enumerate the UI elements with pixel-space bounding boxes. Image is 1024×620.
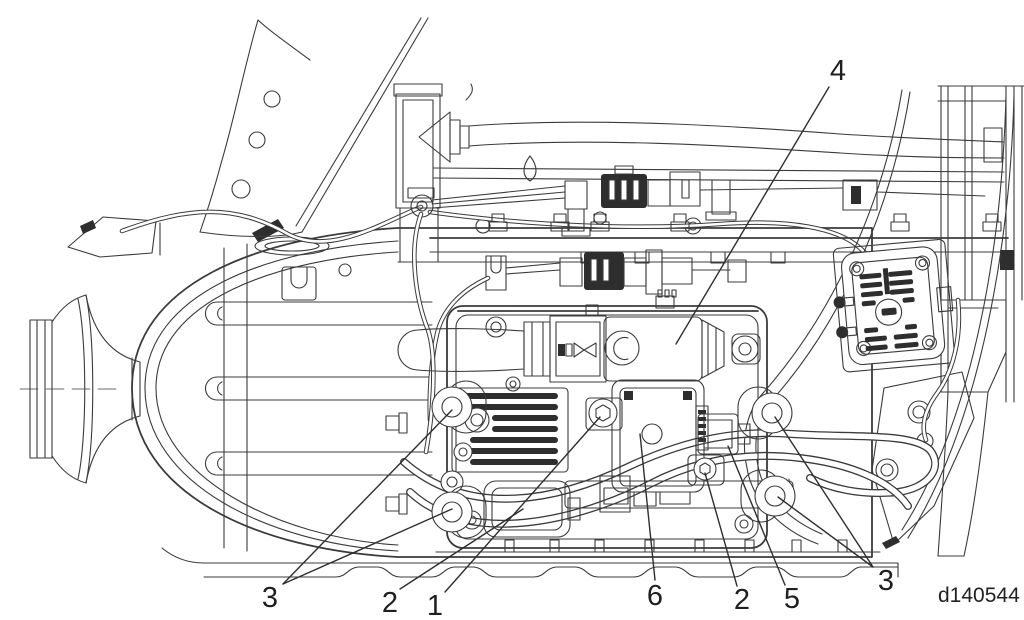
callout-label-3-1: 3 [262, 582, 278, 614]
finned-heat-exchanger [440, 387, 569, 494]
label-strip [882, 268, 891, 295]
castle-nut [655, 289, 677, 309]
isolator-mounts [431, 380, 796, 539]
def-doser-injector [397, 304, 761, 383]
callout-leader-1 [444, 416, 601, 593]
callout-leader-3 [282, 409, 453, 585]
callout-label-6-4: 6 [647, 580, 663, 612]
callout-label-3-7: 3 [878, 565, 894, 597]
def-hoses [400, 211, 962, 528]
side-bolt [385, 412, 408, 434]
bell-mouth-inlet [19, 294, 141, 484]
callout-leader-4 [675, 86, 830, 345]
cooling-fins [859, 270, 919, 352]
mounting-strap-tubes [205, 301, 433, 476]
banjo-bolt [585, 397, 623, 431]
callout-leader-6 [639, 433, 656, 581]
callout-label-4-0: 4 [830, 55, 846, 87]
sensor-connector-upper [407, 165, 986, 237]
drawing-number: d140544 [938, 584, 1020, 607]
base-skid [161, 539, 899, 578]
callout-leader-3 [282, 508, 453, 585]
callout-leader-2 [704, 472, 738, 587]
aftertreatment-body [131, 211, 873, 558]
harness-clip [1000, 250, 1014, 270]
mounting-pad [483, 480, 581, 538]
rail-bolts [488, 213, 1002, 232]
callout-label-2-5: 2 [734, 584, 750, 616]
pump-unit [697, 413, 751, 455]
nox-sensor-module [832, 238, 956, 373]
callout-leader-3 [777, 496, 874, 568]
fastener [882, 536, 900, 549]
callout-leader-2 [399, 508, 524, 590]
callout-leader-5 [727, 445, 786, 586]
wing-plate [67, 216, 157, 258]
side-bolt [385, 493, 408, 515]
sensor-connector-lower [427, 249, 747, 423]
upper-left-bracket [67, 17, 429, 258]
callout-label-2-2: 2 [382, 587, 398, 619]
callout-label-5-6: 5 [784, 583, 800, 615]
callout-leader-3 [774, 416, 874, 568]
callout-label-1-3: 1 [427, 590, 443, 620]
